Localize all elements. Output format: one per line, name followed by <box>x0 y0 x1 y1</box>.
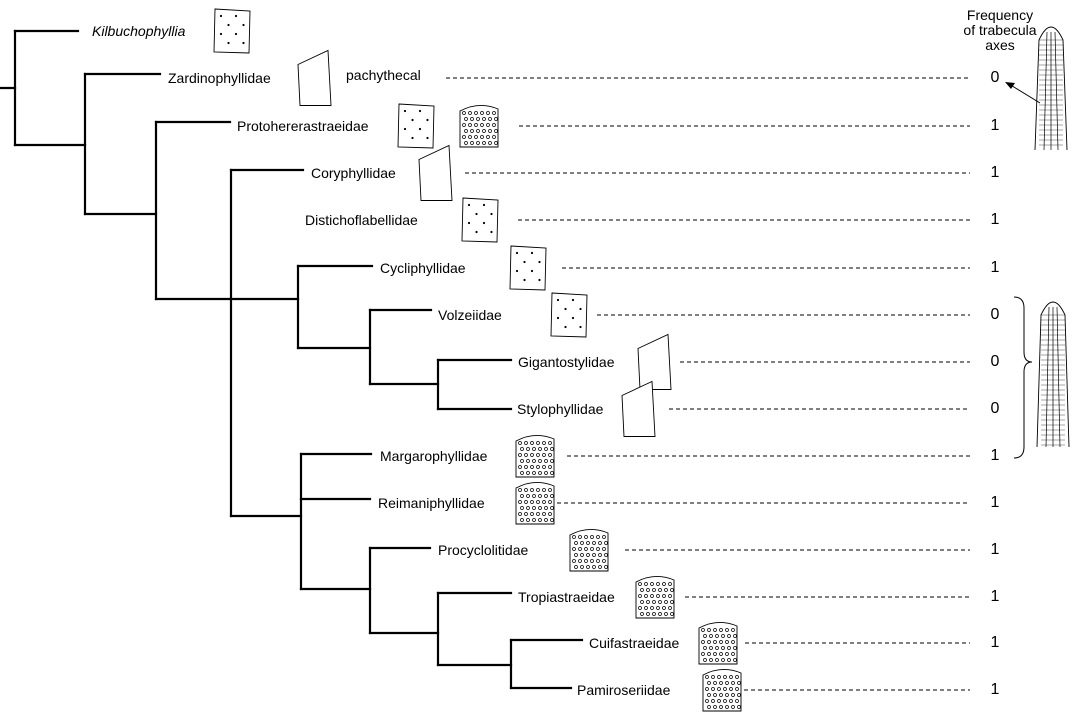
trabecula-column-lower <box>1036 301 1070 448</box>
frequency-value-coryphyllidae: 1 <box>990 164 1000 181</box>
frequency-value-margarophyllidae: 1 <box>990 447 1000 464</box>
septum-sketch-kilbuchophyllia <box>213 8 251 54</box>
arrow-icon <box>1005 82 1041 104</box>
frequency-value-gigantostylidae: 0 <box>990 353 1000 370</box>
septum-sketch-volzeiidae <box>550 292 588 338</box>
septum-sketch-reimaniphyllidae <box>515 482 555 525</box>
frequency-header: Frequency of trabecula axes <box>950 8 1050 53</box>
septum-sketch-cuifastraeidae <box>698 622 738 665</box>
taxon-label-cycliphyllidae: Cycliphyllidae <box>380 260 466 276</box>
taxon-label-tropiastraeidae: Tropiastraeidae <box>518 589 615 605</box>
frequency-value-cuifastraeidae: 1 <box>990 634 1000 651</box>
pachythecal-label: pachythecal <box>346 67 421 83</box>
taxon-label-pamiroseriidae: Pamiroseriidae <box>577 682 671 698</box>
frequency-value-zardinophyllidae: 0 <box>990 69 1000 86</box>
trabecula-column-upper <box>1034 26 1068 151</box>
header-line-3: axes <box>985 37 1015 53</box>
right-curly-brace-icon <box>1013 296 1033 459</box>
taxon-label-protohererastraeidae: Protohererastraeidae <box>237 118 369 134</box>
septum-sketch-cycliphyllidae <box>509 245 547 291</box>
taxon-label-gigantostylidae: Gigantostylidae <box>518 354 615 370</box>
taxon-label-stylophyllidae: Stylophyllidae <box>517 401 604 417</box>
septum-sketch-zardinophyllidae <box>297 49 332 106</box>
frequency-value-procyclolitidae: 1 <box>990 541 1000 558</box>
frequency-value-cycliphyllidae: 1 <box>990 259 1000 276</box>
septum-sketch-gigantostylidae <box>637 333 672 390</box>
frequency-value-protohererastraeidae: 1 <box>990 117 1000 134</box>
frequency-value-stylophyllidae: 0 <box>990 400 1000 417</box>
frequency-value-reimaniphyllidae: 1 <box>990 494 1000 511</box>
frequency-value-distichoflabellidae: 1 <box>990 211 1000 228</box>
frequency-value-pamiroseriidae: 1 <box>990 681 1000 698</box>
septum-sketch-coryphyllidae <box>418 144 453 201</box>
taxon-label-kilbuchophyllia: Kilbuchophyllia <box>92 23 186 39</box>
septum-sketch-distichoflabellidae <box>461 197 499 243</box>
taxon-label-coryphyllidae: Coryphyllidae <box>311 165 396 181</box>
taxon-label-zardinophyllidae: Zardinophyllidae <box>168 70 271 86</box>
septum-sketch-stylophyllidae <box>621 380 656 437</box>
frequency-value-tropiastraeidae: 1 <box>990 588 1000 605</box>
septum-sketch-pamiroseriidae <box>702 669 742 712</box>
septum-sketch-margarophyllidae <box>515 435 555 478</box>
frequency-value-volzeiidae: 0 <box>990 306 1000 323</box>
septum-sketch-protohererastraeidae-1 <box>397 103 435 149</box>
septum-sketch-protohererastraeidae-2 <box>459 105 499 148</box>
taxon-label-reimaniphyllidae: Reimaniphyllidae <box>378 495 485 511</box>
taxon-label-procyclolitidae: Procyclolitidae <box>438 542 529 558</box>
septum-sketch-tropiastraeidae <box>635 576 675 619</box>
header-line-1: Frequency <box>966 7 1034 23</box>
header-line-2: of trabecula <box>963 22 1037 38</box>
septum-sketch-procyclolitidae <box>569 529 609 572</box>
taxon-label-distichoflabellidae: Distichoflabellidae <box>305 212 418 228</box>
taxon-label-cuifastraeidae: Cuifastraeidae <box>589 635 680 651</box>
taxon-label-volzeiidae: Volzeiidae <box>438 307 502 323</box>
taxon-label-margarophyllidae: Margarophyllidae <box>380 448 488 464</box>
